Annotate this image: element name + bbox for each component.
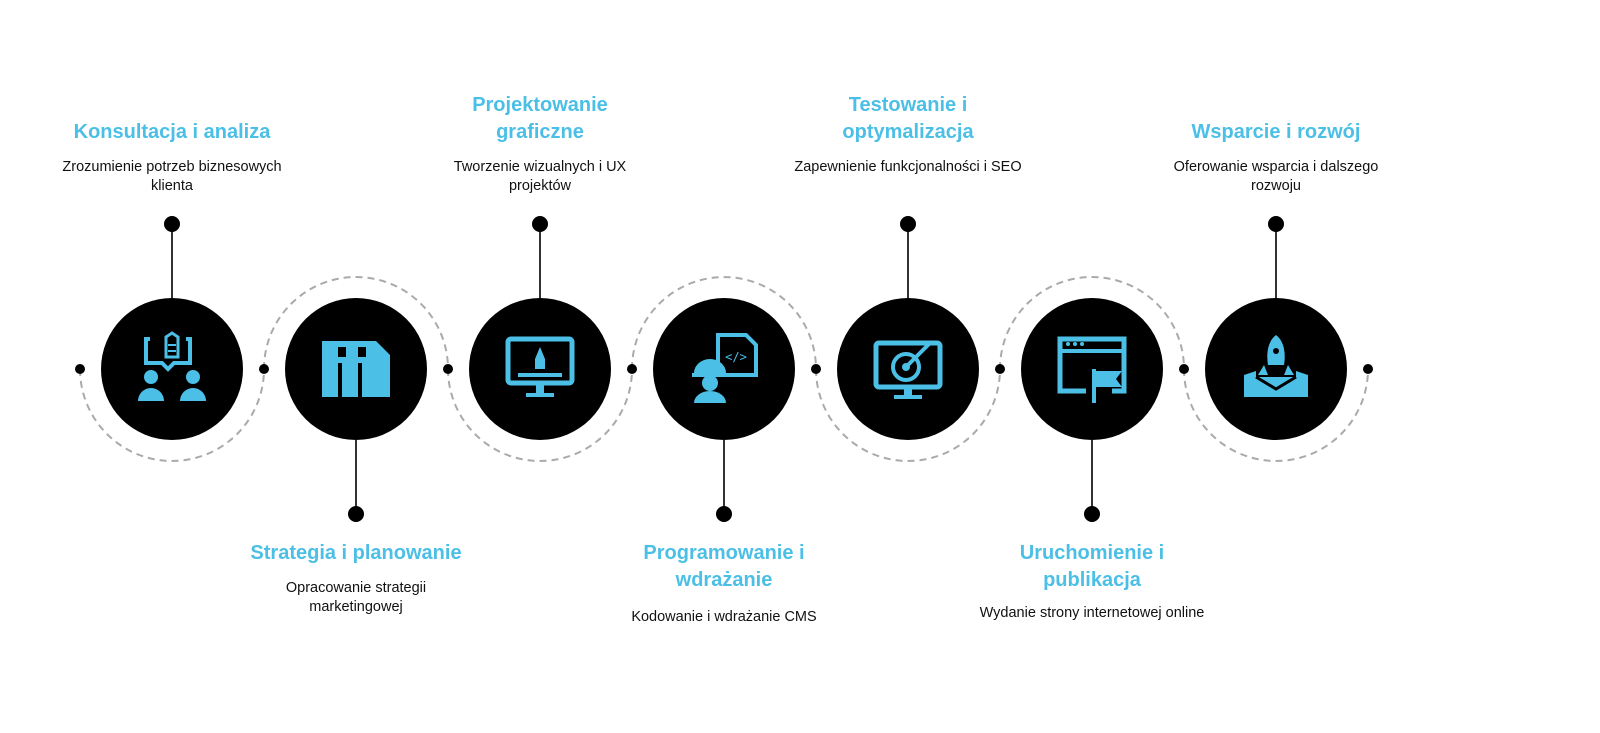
consultation-icon bbox=[138, 331, 206, 401]
junction-dot bbox=[259, 364, 269, 374]
step-description: Zrozumienie potrzeb biznesowych klienta bbox=[62, 159, 282, 194]
step-3 bbox=[447, 216, 633, 462]
design-monitor-icon bbox=[505, 336, 575, 397]
dashed-arc bbox=[631, 276, 817, 370]
step-title: Strategia i planowanie bbox=[250, 542, 462, 564]
step-description: Opracowanie strategii marketingowej bbox=[285, 580, 427, 615]
step-title: Testowanie i optymalizacja bbox=[842, 94, 974, 143]
step-title: Konsultacja i analiza bbox=[73, 121, 271, 143]
junction-dot bbox=[75, 364, 85, 374]
rocket-launch-icon bbox=[1244, 335, 1308, 397]
step-1 bbox=[79, 216, 265, 462]
step-circle bbox=[1205, 298, 1347, 440]
svg-text:</>: </> bbox=[725, 350, 747, 364]
connector-dot bbox=[900, 216, 916, 232]
connector-dot bbox=[716, 506, 732, 522]
browser-flag-icon bbox=[1057, 336, 1127, 403]
dashed-arc bbox=[79, 368, 265, 462]
step-5 bbox=[815, 216, 1001, 462]
junction-dot bbox=[811, 364, 821, 374]
step-description: Wydanie strony internetowej online bbox=[979, 605, 1205, 621]
step-7 bbox=[1183, 216, 1369, 462]
step-description: Oferowanie wsparcia i dalszego rozwoju bbox=[1173, 159, 1379, 194]
junction-dot bbox=[995, 364, 1005, 374]
dashed-arc bbox=[1183, 368, 1369, 462]
dashed-arc bbox=[447, 368, 633, 462]
step-2 bbox=[263, 276, 449, 522]
connector-dot bbox=[1084, 506, 1100, 522]
step-circle bbox=[101, 298, 243, 440]
connector-dot bbox=[1268, 216, 1284, 232]
step-title: Uruchomienie i publikacja bbox=[1019, 542, 1165, 591]
strategy-icon bbox=[322, 341, 390, 397]
connector-dot bbox=[532, 216, 548, 232]
dashed-arc bbox=[263, 276, 449, 370]
step-4: </> bbox=[631, 276, 817, 522]
developer-code-icon: </> bbox=[692, 333, 758, 403]
junction-dot bbox=[443, 364, 453, 374]
step-6 bbox=[999, 276, 1185, 522]
step-description: Tworzenie wizualnych i UX projektów bbox=[453, 159, 627, 194]
step-description: Zapewnienie funkcjonalności i SEO bbox=[794, 159, 1022, 175]
junction-dot bbox=[1363, 364, 1373, 374]
step-title: Projektowanie graficzne bbox=[472, 94, 608, 143]
connector-dot bbox=[348, 506, 364, 522]
junction-dot bbox=[627, 364, 637, 374]
junction-dot bbox=[1179, 364, 1189, 374]
step-description: Kodowanie i wdrażanie CMS bbox=[631, 609, 817, 625]
dashed-arc bbox=[999, 276, 1185, 370]
step-title: Programowanie i wdrażanie bbox=[643, 542, 805, 591]
connector-dot bbox=[164, 216, 180, 232]
target-monitor-icon bbox=[873, 340, 943, 399]
dashed-arc bbox=[815, 368, 1001, 462]
step-title: Wsparcie i rozwój bbox=[1191, 121, 1361, 143]
